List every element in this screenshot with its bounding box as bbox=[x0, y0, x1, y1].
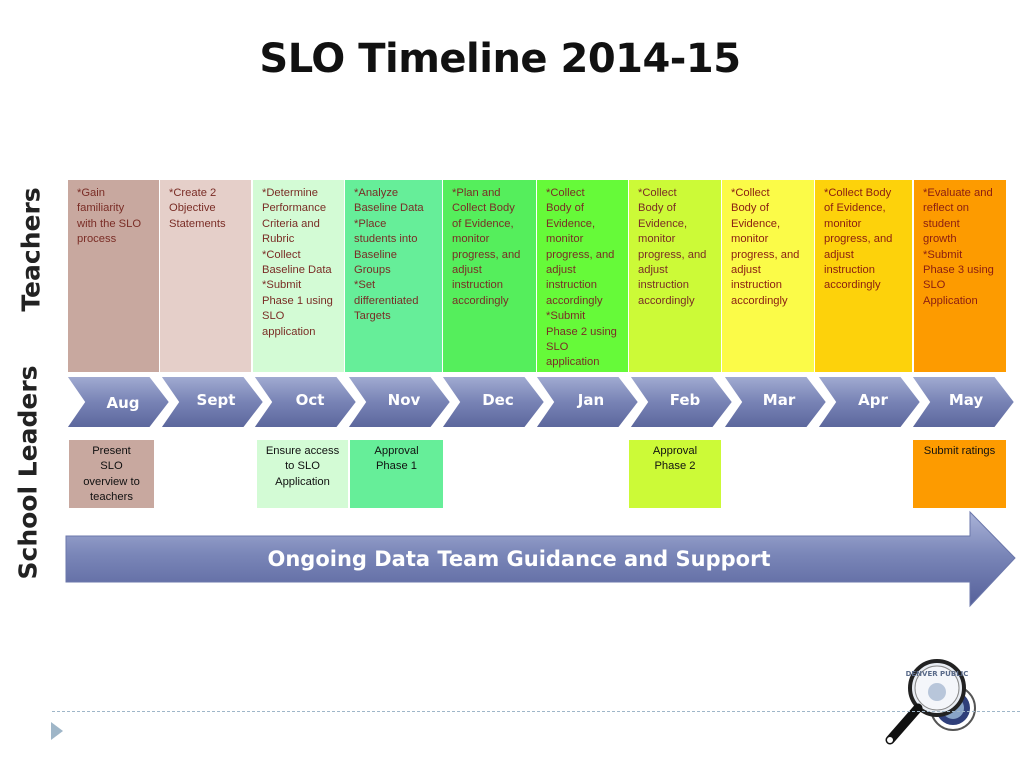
leader-task-aug: Present SLO overview to teachers bbox=[69, 440, 154, 508]
month-label-feb: Feb bbox=[670, 391, 701, 409]
leader-task-nov: Approval Phase 1 bbox=[350, 440, 443, 508]
month-timeline: Aug Sept Oct Nov Dec Jan Feb Mar Apr May bbox=[64, 375, 1017, 429]
teacher-task-jan: *Collect Body of Evidence, monitor progr… bbox=[537, 180, 628, 372]
teacher-task-feb: *Collect Body of Evidence, monitor progr… bbox=[629, 180, 721, 372]
teacher-task-dec: *Plan and Collect Body of Evidence, moni… bbox=[443, 180, 536, 372]
month-label-sept: Sept bbox=[197, 391, 236, 409]
row-label-teachers: Teachers bbox=[16, 187, 46, 312]
month-label-may: May bbox=[949, 391, 984, 409]
magnifying-glass-seal-icon: DENVER PUBLIC bbox=[885, 659, 976, 745]
month-label-dec: Dec bbox=[482, 391, 514, 409]
chevron-oct: Oct bbox=[251, 375, 359, 429]
chevron-mar: Mar bbox=[721, 375, 829, 429]
month-label-aug: Aug bbox=[106, 394, 139, 412]
leader-task-may: Submit ratings bbox=[913, 440, 1006, 508]
teacher-task-oct: *Determine Performance Criteria and Rubr… bbox=[253, 180, 344, 372]
month-label-oct: Oct bbox=[296, 391, 325, 409]
teacher-task-nov: *Analyze Baseline Data *Place students i… bbox=[345, 180, 442, 372]
page-title: SLO Timeline 2014-15 bbox=[259, 36, 741, 82]
teacher-task-mar: *Collect Body of Evidence, monitor progr… bbox=[722, 180, 814, 372]
chevron-may: May bbox=[909, 375, 1017, 429]
chevron-jan: Jan bbox=[533, 375, 641, 429]
teacher-task-sept: *Create 2 Objective Statements bbox=[160, 180, 251, 372]
month-label-mar: Mar bbox=[763, 391, 796, 409]
teacher-task-apr: *Collect Body of Evidence, monitor progr… bbox=[815, 180, 912, 372]
teacher-task-may: *Evaluate and reflect on student growth … bbox=[914, 180, 1006, 372]
teacher-task-aug: *Gain familiarity with the SLO process bbox=[68, 180, 159, 372]
logo-text: DENVER PUBLIC bbox=[906, 670, 969, 678]
chevron-apr: Apr bbox=[815, 375, 923, 429]
chevron-feb: Feb bbox=[627, 375, 735, 429]
chevron-sept: Sept bbox=[158, 375, 266, 429]
leader-task-oct: Ensure access to SLO Application bbox=[257, 440, 348, 508]
chevron-aug: Aug bbox=[64, 375, 172, 429]
footer-arrow-icon bbox=[51, 722, 63, 740]
chevron-nov: Nov bbox=[345, 375, 453, 429]
month-label-nov: Nov bbox=[388, 391, 421, 409]
chevron-dec: Dec bbox=[439, 375, 547, 429]
month-label-jan: Jan bbox=[577, 391, 604, 409]
ongoing-support-label: Ongoing Data Team Guidance and Support bbox=[268, 547, 771, 571]
ongoing-support-arrow: Ongoing Data Team Guidance and Support bbox=[65, 510, 1016, 608]
leader-task-feb: Approval Phase 2 bbox=[629, 440, 721, 508]
footer-divider bbox=[52, 711, 1020, 712]
month-label-apr: Apr bbox=[858, 391, 888, 409]
